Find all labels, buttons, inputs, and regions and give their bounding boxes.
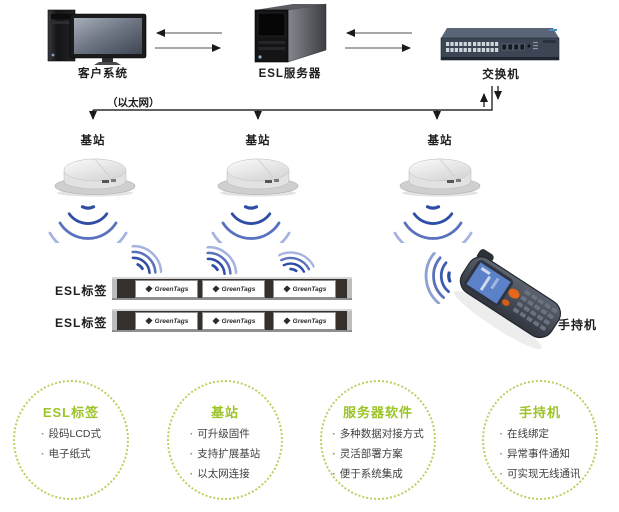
wifi-waves-down-icon-1 — [41, 201, 136, 243]
greentags-logo-icon — [212, 285, 220, 293]
base-station-label-2: 基站 — [245, 135, 271, 147]
base-station-icon-2 — [215, 150, 301, 198]
greentags-logo-icon — [145, 317, 153, 325]
esl-tag: GreenTags — [273, 312, 336, 330]
esl-tag: GreenTags — [273, 280, 336, 298]
network-switch-icon — [437, 26, 565, 64]
feature-item: 可升级固件 — [190, 428, 261, 441]
feature-item: 在线绑定 — [500, 428, 581, 441]
feature-title: 服务器软件 — [342, 405, 413, 420]
client-computer-icon — [46, 8, 148, 66]
greentags-logo-icon — [212, 317, 220, 325]
feature-item: 多种数据对接方式 — [332, 428, 424, 441]
feature-circle-handheld: 手持机 在线绑定 异常事件通知 可实现无线通讯 — [482, 380, 598, 500]
feature-item: 灵活部署方案 — [332, 448, 424, 461]
wifi-waves-down-icon-3 — [386, 201, 481, 243]
ethernet-label: （以太网） — [107, 97, 160, 109]
feature-item: 以太网连接 — [190, 468, 261, 481]
tag-brand-text: GreenTags — [221, 285, 256, 293]
server-label: ESL服务器 — [258, 68, 322, 80]
wifi-signal-icon-3 — [272, 238, 320, 286]
wifi-signal-icon-1 — [118, 232, 174, 288]
tag-brand-text: GreenTags — [154, 285, 189, 293]
shelf-rail-2: GreenTags GreenTags GreenTags — [112, 309, 352, 332]
tag-row-label-2: ESL标签 — [55, 316, 108, 330]
feature-item: 支持扩展基站 — [190, 448, 260, 461]
tag-brand-text: GreenTags — [292, 317, 327, 325]
base-station-icon-1 — [52, 150, 138, 198]
feature-title: ESL标签 — [42, 405, 100, 420]
greentags-logo-icon — [145, 285, 153, 293]
shelf-rail-1: GreenTags GreenTags GreenTags — [112, 277, 352, 300]
base-station-label-1: 基站 — [80, 135, 106, 147]
esl-tag: GreenTags — [202, 280, 265, 298]
tag-brand-text: GreenTags — [292, 285, 327, 293]
feature-circle-esl-tags: ESL标签 段码LCD式 电子纸式 — [13, 380, 129, 500]
tag-row-label-1: ESL标签 — [55, 284, 108, 298]
feature-item: 异常事件通知 — [500, 448, 581, 461]
feature-item: 便于系统集成 — [332, 468, 424, 481]
feature-circle-base-station: 基站 可升级固件 支持扩展基站 以太网连接 — [167, 380, 283, 500]
greentags-logo-icon — [283, 317, 291, 325]
esl-tag: GreenTags — [202, 312, 265, 330]
tag-brand-text: GreenTags — [154, 317, 189, 325]
client-label: 客户系统 — [78, 68, 128, 80]
base-station-label-3: 基站 — [427, 135, 453, 147]
switch-label: 交换机 — [482, 69, 520, 81]
feature-title: 基站 — [210, 405, 239, 420]
feature-item: 电子纸式 — [41, 448, 101, 461]
handheld-terminal-icon — [446, 249, 576, 350]
handheld-label: 手持机 — [558, 318, 598, 332]
wifi-signal-icon-2 — [193, 233, 249, 289]
esl-server-icon — [252, 3, 332, 65]
feature-circle-server-software: 服务器软件 多种数据对接方式 灵活部署方案 便于系统集成 — [320, 380, 436, 500]
tag-brand-text: GreenTags — [221, 317, 256, 325]
esl-tag: GreenTags — [135, 312, 198, 330]
esl-tag: GreenTags — [135, 280, 198, 298]
feature-item: 可实现无线通讯 — [500, 468, 581, 481]
feature-title: 手持机 — [518, 405, 561, 420]
wifi-waves-down-icon-2 — [204, 201, 299, 243]
base-station-icon-3 — [397, 150, 483, 198]
feature-item: 段码LCD式 — [41, 428, 101, 441]
greentags-logo-icon — [283, 285, 291, 293]
wifi-signal-handheld-icon — [410, 250, 466, 306]
